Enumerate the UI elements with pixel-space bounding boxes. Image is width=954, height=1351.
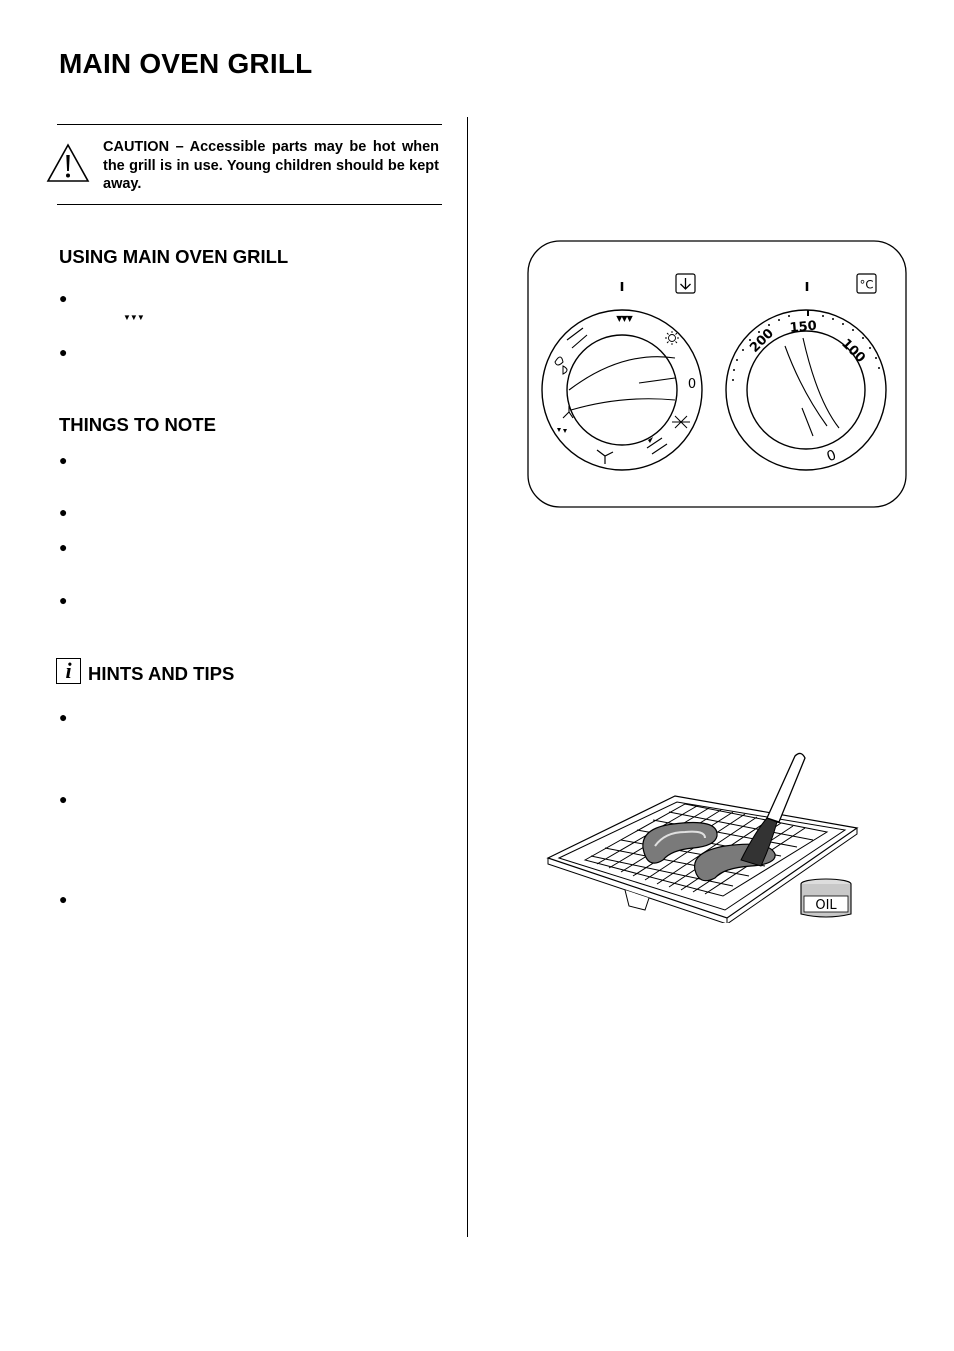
things-to-note-heading: THINGS TO NOTE	[59, 414, 216, 435]
grill-symbol-icon: ▼▼▼	[616, 314, 633, 323]
fan-icon	[554, 356, 568, 375]
function-dial[interactable]: ▼▼▼ 0	[541, 309, 703, 471]
bullet: ●	[59, 290, 68, 306]
bullet: ●	[59, 891, 68, 907]
function-off-label: 0	[688, 377, 696, 392]
using-grill-heading: USING MAIN OVEN GRILL	[59, 246, 289, 267]
celsius-box-icon: °C	[856, 273, 877, 294]
bullet: ●	[59, 452, 68, 468]
bullet: ●	[59, 504, 68, 520]
caution-box: CAUTION – Accessible parts may be hot wh…	[46, 124, 442, 205]
defrost-icon	[672, 415, 690, 429]
bullet: ●	[59, 791, 68, 807]
oven-control-panel: °C ▼▼▼ 0	[527, 240, 907, 508]
sun-icon	[665, 331, 679, 345]
warning-triangle-icon	[46, 143, 90, 182]
page-title: MAIN OVEN GRILL	[59, 48, 313, 79]
fan-grill-icon	[557, 406, 574, 433]
temperature-dial[interactable]: 200 150 100 0	[725, 309, 887, 471]
bullet: ●	[59, 344, 68, 360]
bottom-heat-icon	[596, 449, 614, 464]
bullet: ●	[59, 539, 68, 555]
grill-pan-illustration: OIL	[546, 752, 859, 923]
column-divider	[467, 117, 468, 1237]
scale-label-150: 150	[789, 319, 817, 336]
bullet: ●	[59, 592, 68, 608]
bullet: ●	[59, 709, 68, 725]
caution-text: CAUTION – Accessible parts may be hot wh…	[103, 139, 439, 192]
info-icon: i	[56, 658, 81, 684]
arrow-down-box-icon	[675, 273, 696, 294]
grill-symbol-icon: ▼▼▼	[123, 313, 145, 322]
oil-jar-label: OIL	[815, 898, 837, 913]
svg-text:°C: °C	[860, 278, 874, 292]
hints-and-tips-heading: HINTS AND TIPS	[88, 663, 235, 684]
oil-jar: OIL	[800, 878, 852, 918]
